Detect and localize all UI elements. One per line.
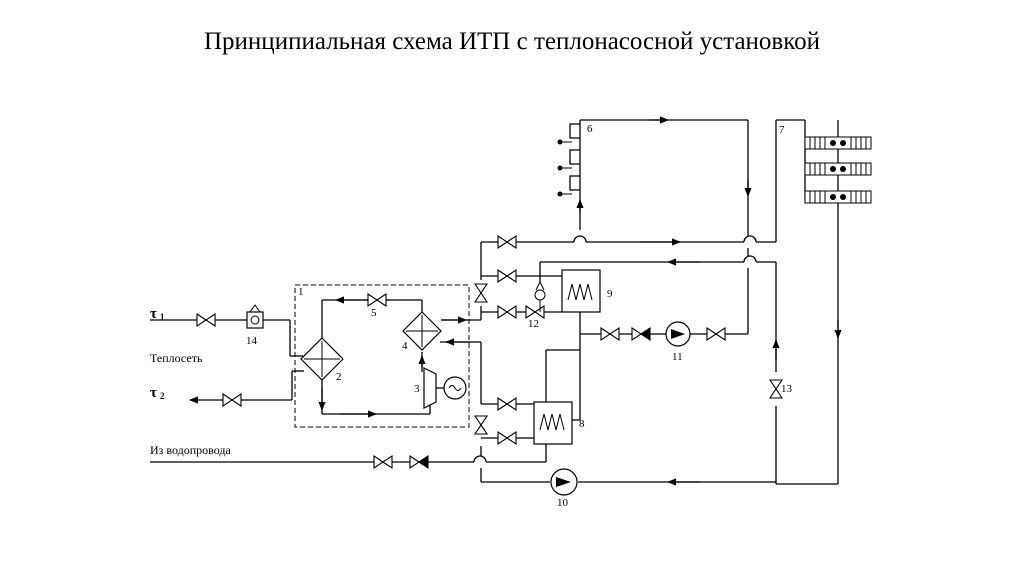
valve-pump11-left [600,327,620,341]
valve-tank8-top [497,397,517,411]
check-valve-water-supply [409,455,429,469]
label-n4: 4 [402,340,408,352]
label-n8: 8 [579,418,585,430]
valve-12 [525,305,545,319]
radiators-7 [804,136,872,204]
condenser-4 [402,311,442,351]
label-n9: 9 [607,288,613,300]
valve-left-upper [474,283,488,303]
valve-left-lower [474,415,488,435]
valve-supply-t1 [196,313,216,327]
dhw-tank-9 [561,269,748,350]
label-n14: 14 [246,335,258,347]
valve-branch-b [497,269,517,283]
heat-network-label: Теплосеть [150,351,203,365]
heating-riser-6 [557,116,752,334]
label-n3: 3 [414,383,420,395]
label-n1: 1 [298,286,304,298]
valve-tank8-bottom [497,431,517,445]
pump-10 [550,468,578,496]
tau2-subscript: 2 [160,391,165,401]
label-n6: 6 [587,123,593,135]
valve-branch-c [497,305,517,319]
diagram-title: Принципиальная схема ИТП с теплонасосной… [204,28,820,55]
upper-branches [481,119,842,484]
evaporator-2 [300,337,344,381]
pump-11 [665,321,691,347]
label-n7: 7 [779,124,785,136]
check-valve-pump11 [631,327,651,341]
tau1-subscript: 1 [160,312,165,322]
label-n5: 5 [371,307,377,319]
valve-pump11-right [706,327,726,341]
label-n2: 2 [336,371,342,383]
label-n12: 12 [528,318,539,330]
thermostat-head-12 [534,280,546,312]
tau1-label: τ [150,306,157,322]
condenser-connections [440,316,481,346]
compressor-3 [423,367,467,409]
left-collector [480,241,574,482]
valve-water-supply [373,455,393,469]
storage-tank-8 [481,350,581,445]
label-n13: 13 [781,383,793,395]
valve-return-t2 [222,393,242,407]
expansion-valve-5 [367,293,387,307]
label-n11: 11 [672,351,683,363]
tau2-label: τ [150,385,157,401]
filter-14 [246,304,264,329]
valve-branch-a [497,235,517,249]
label-n10: 10 [557,497,569,509]
right-return-line [772,262,838,485]
water-supply-label: Из водопровода [150,443,232,457]
